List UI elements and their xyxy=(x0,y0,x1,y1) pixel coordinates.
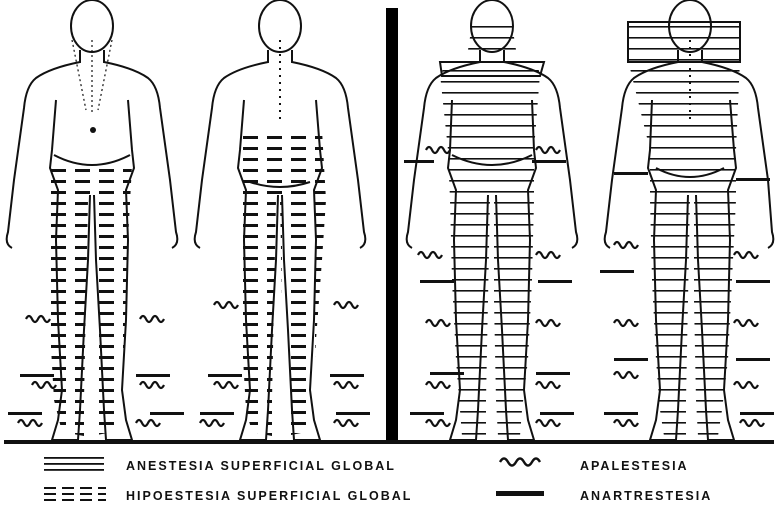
legend-item-anarthresthesia: ANARTRESTESIA xyxy=(496,489,712,503)
thick-bar-swatch xyxy=(496,491,544,496)
panel-divider xyxy=(386,8,398,444)
legend-label-anarthresthesia: ANARTRESTESIA xyxy=(580,489,712,503)
legend: ANESTESIA SUPERFICIAL GLOBAL HIPOESTESIA… xyxy=(44,457,712,503)
legend-item-apalesthesia: APALESTESIA xyxy=(500,459,689,474)
legend-label-apalesthesia: APALESTESIA xyxy=(580,459,689,473)
legend-item-hypoesthesia: HIPOESTESIA SUPERFICIAL GLOBAL xyxy=(44,487,412,503)
solid-lines-swatch xyxy=(44,457,104,471)
dashed-lines-swatch xyxy=(44,487,106,501)
baseline-rule xyxy=(4,440,774,444)
legend-label-anesthesia: ANESTESIA SUPERFICIAL GLOBAL xyxy=(126,459,396,473)
legend-item-anesthesia: ANESTESIA SUPERFICIAL GLOBAL xyxy=(44,457,396,473)
wave-swatch xyxy=(500,459,540,466)
body-solid-fill-back xyxy=(628,22,740,436)
legend-label-hypoesthesia: HIPOESTESIA SUPERFICIAL GLOBAL xyxy=(126,489,412,503)
left-panel xyxy=(7,0,370,440)
right-panel xyxy=(404,0,774,440)
figure-back-right xyxy=(605,0,774,440)
